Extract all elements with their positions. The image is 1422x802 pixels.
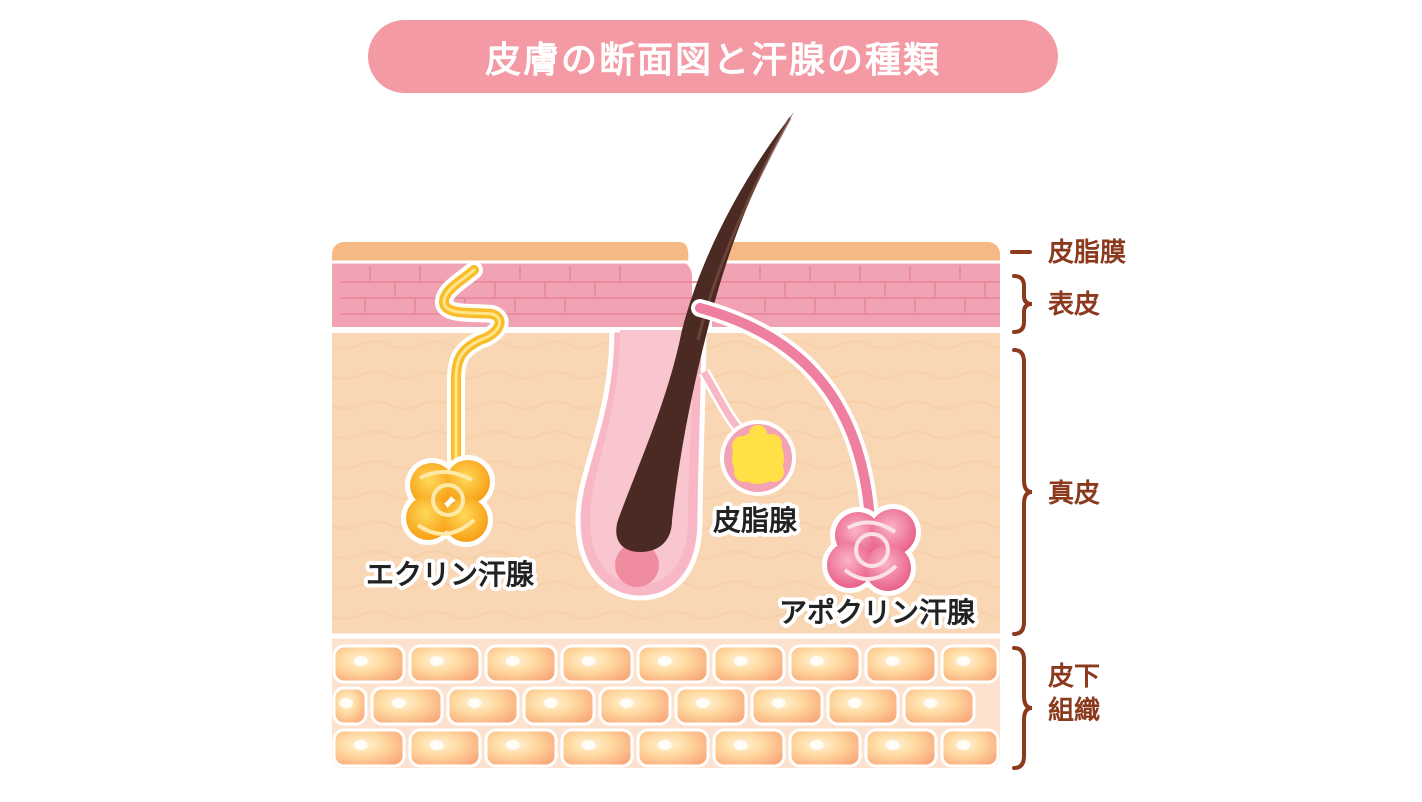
apocrine-duct — [695, 303, 875, 525]
fat-cell — [902, 686, 976, 726]
dermis-label: 真皮 — [1048, 479, 1101, 509]
fat-cell — [484, 644, 558, 684]
hair-shaft — [616, 112, 794, 552]
fat-cell — [788, 728, 862, 768]
apocrine-label-group: アポクリン汗腺 アポクリン汗腺 — [775, 592, 980, 633]
dermis-bracket — [1012, 348, 1033, 636]
fat-cell — [598, 686, 672, 726]
fat-cell — [864, 644, 938, 684]
fat-cell — [408, 644, 482, 684]
fat-cell-highlight — [885, 656, 900, 667]
fat-cell — [864, 728, 938, 768]
fat-cells — [332, 644, 1000, 768]
svg-text:アポクリン汗腺: アポクリン汗腺 — [779, 596, 976, 629]
subcutis-label: 皮下 組織 — [1048, 660, 1100, 728]
fat-cell-highlight — [581, 656, 596, 667]
fat-cell-highlight — [657, 656, 672, 667]
eccrine-gland — [401, 455, 495, 547]
fat-cell-highlight — [657, 740, 672, 751]
fat-cell-highlight — [467, 698, 482, 709]
svg-text:皮脂腺: 皮脂腺 — [713, 504, 798, 537]
eccrine-label-group: エクリン汗腺 エクリン汗腺 — [362, 554, 539, 595]
fat-cell — [750, 686, 824, 726]
fat-cell — [522, 686, 596, 726]
eccrine-label: エクリン汗腺 — [366, 558, 535, 591]
fat-cell-highlight — [809, 656, 824, 667]
fat-cell — [332, 728, 406, 768]
fat-cell — [712, 728, 786, 768]
fat-cell-highlight — [505, 656, 520, 667]
fat-cell-highlight — [429, 740, 444, 751]
fat-cell — [560, 644, 634, 684]
fat-cell-highlight — [581, 740, 596, 751]
fat-cell-highlight — [353, 656, 368, 667]
epidermis-bracket — [1012, 274, 1033, 334]
title-banner: 皮膚の断面図と汗腺の種類 — [368, 20, 1058, 93]
fat-cell-highlight — [543, 698, 558, 709]
fat-cell — [636, 728, 710, 768]
epidermis-layer-left — [332, 262, 692, 330]
fat-cell — [712, 644, 786, 684]
fat-cell — [674, 686, 748, 726]
fat-cell — [940, 644, 1000, 684]
sebum-film-left — [332, 242, 689, 262]
fat-cell-highlight — [619, 698, 634, 709]
fat-cell — [370, 686, 444, 726]
fat-cell-highlight — [505, 740, 520, 751]
subcutis-label-line1: 皮下 — [1048, 662, 1101, 692]
fat-cell — [940, 728, 1000, 768]
fat-cell-highlight — [885, 740, 900, 751]
fat-cell — [826, 686, 900, 726]
fat-cell-highlight — [923, 698, 938, 709]
fat-cell-highlight — [429, 656, 444, 667]
apocrine-label: アポクリン汗腺 — [779, 596, 976, 629]
page-title: 皮膚の断面図と汗腺の種類 — [484, 39, 941, 81]
layer-brackets — [1010, 250, 1033, 770]
fat-cell-highlight — [733, 656, 748, 667]
subcutis-label-line2: 組織 — [1048, 696, 1101, 726]
fat-cell — [332, 644, 406, 684]
epidermis-label: 表皮 — [1048, 290, 1101, 320]
fat-cell-highlight — [695, 698, 710, 709]
fat-cell — [636, 644, 710, 684]
fat-cell — [788, 644, 862, 684]
sebaceous-label-group: 皮脂腺 皮脂腺 — [709, 500, 802, 541]
fat-cell-highlight — [353, 740, 368, 751]
subcutis-bracket — [1012, 646, 1033, 770]
fat-cell-highlight — [733, 740, 748, 751]
fat-cell — [408, 728, 482, 768]
fat-cell-highlight — [391, 698, 406, 709]
fat-cell-highlight — [956, 740, 971, 751]
fat-cell-highlight — [809, 740, 824, 751]
sebum-film-right — [715, 242, 1000, 262]
apocrine-gland — [822, 504, 921, 596]
fat-cell-highlight — [847, 698, 862, 709]
hair-papilla — [615, 543, 659, 587]
fat-cell — [560, 728, 634, 768]
fat-cell — [446, 686, 520, 726]
fat-cell-highlight — [771, 698, 786, 709]
fat-cell-highlight — [956, 656, 971, 667]
sebaceous-label: 皮脂腺 — [713, 504, 798, 537]
fat-cell — [484, 728, 558, 768]
sebaceous-gland — [720, 420, 796, 496]
sebum-film-label: 皮脂膜 — [1048, 238, 1127, 268]
fat-cell-highlight — [339, 698, 354, 709]
svg-text:エクリン汗腺: エクリン汗腺 — [366, 558, 535, 591]
